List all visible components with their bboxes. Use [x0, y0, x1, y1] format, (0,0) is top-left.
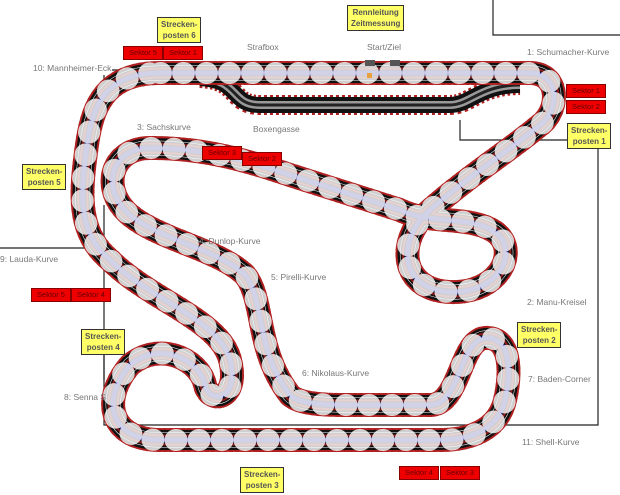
post-1: Strecken- posten 1 — [567, 123, 612, 149]
label-mannheimer: 10: Mannheimer-Eck — [33, 63, 112, 73]
label-manu: 2: Manu-Kreisel — [527, 297, 587, 307]
label-lauda: 9: Lauda-Kurve — [0, 254, 59, 264]
sector-5-left: Sektor 5 — [31, 288, 71, 302]
sector-4-bottom: Sektor 4 — [399, 466, 439, 480]
sector-1-top: Sektor 1 — [163, 46, 203, 60]
label-strafbox: Strafbox — [247, 42, 279, 52]
label-baden: 7: Baden-Corner — [528, 374, 591, 384]
race-control: Rennleitung Zeitmessung — [347, 5, 405, 31]
post-6: Strecken- posten 6 — [157, 17, 202, 43]
label-start-ziel: Start/Ziel — [367, 42, 402, 52]
main-track — [70, 61, 566, 452]
pit-lane — [198, 68, 521, 115]
label-pirelli: 5: Pirelli-Kurve — [271, 272, 327, 282]
track-segment-joints — [71, 62, 565, 451]
sector-2-right: Sektor 2 — [566, 100, 606, 114]
sector-1-right: Sektor 1 — [566, 84, 606, 98]
post-2: Strecken- posten 2 — [517, 322, 562, 348]
label-senna: 8: Senna S — [64, 392, 107, 402]
sector-3-bottom: Sektor 3 — [440, 466, 480, 480]
sector-4-left: Sektor 4 — [71, 288, 111, 302]
post-4: Strecken- posten 4 — [81, 329, 126, 355]
sector-5-top: Sektor 5 — [123, 46, 163, 60]
label-sachskurve: 3: Sachskurve — [137, 122, 191, 132]
label-boxengasse: Boxengasse — [253, 124, 300, 134]
label-nikolaus: 6: Nikolaus-Kurve — [302, 368, 370, 378]
label-schumacher: 1: Schumacher-Kurve — [527, 47, 610, 57]
label-shell: 11: Shell-Kurve — [522, 437, 580, 447]
sector-3-mid: Sektor 3 — [202, 146, 242, 160]
sector-2-mid: Sektor 2 — [242, 152, 282, 166]
post-5: Strecken- posten 5 — [22, 164, 67, 190]
label-dunlop: 4: Dunlop-Kurve — [199, 236, 261, 246]
start-finish-markers — [365, 60, 400, 78]
post-3: Strecken- posten 3 — [240, 467, 285, 493]
